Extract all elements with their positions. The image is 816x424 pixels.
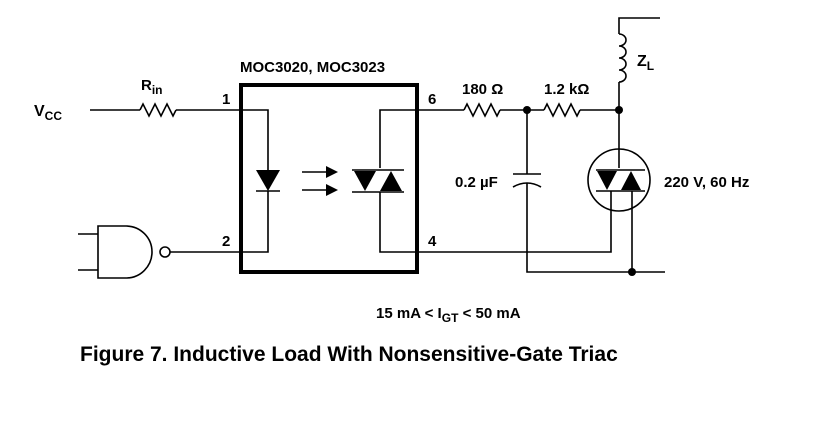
power-triac	[417, 110, 651, 276]
gate-current-label: 15 mA < IGT < 50 mA	[376, 305, 521, 325]
resistor-rin	[139, 102, 177, 118]
capacitor	[512, 110, 665, 273]
photo-triac	[352, 109, 417, 253]
resistor-1k2-label: 1.2 kΩ	[544, 81, 589, 98]
output-network	[417, 102, 623, 118]
pin1-label: 1	[222, 91, 230, 108]
light-arrows	[302, 166, 338, 196]
vcc-input-wire	[90, 102, 241, 118]
figure-caption: Figure 7. Inductive Load With Nonsensiti…	[80, 343, 618, 366]
pin4-label: 4	[428, 233, 437, 250]
inverter-bubble	[159, 246, 171, 258]
package-label: MOC3020, MOC3023	[240, 59, 385, 76]
inductive-load	[618, 17, 660, 110]
supply-label: 220 V, 60 Hz	[664, 174, 749, 191]
led-emitter	[241, 109, 280, 253]
resistor-180-ohm	[463, 102, 501, 118]
zl-label: ZL	[637, 53, 654, 73]
optocoupler-package	[239, 83, 419, 274]
pin6-label: 6	[428, 91, 436, 108]
nand-gate	[78, 225, 241, 279]
node-dot	[628, 268, 636, 276]
resistor-180-label: 180 Ω	[462, 81, 503, 98]
pin2-label: 2	[222, 233, 230, 250]
resistor-1k2	[543, 102, 581, 118]
capacitor-label: 0.2 µF	[455, 174, 498, 191]
vcc-label: VCC	[34, 103, 62, 123]
rin-label: Rin	[141, 77, 163, 97]
